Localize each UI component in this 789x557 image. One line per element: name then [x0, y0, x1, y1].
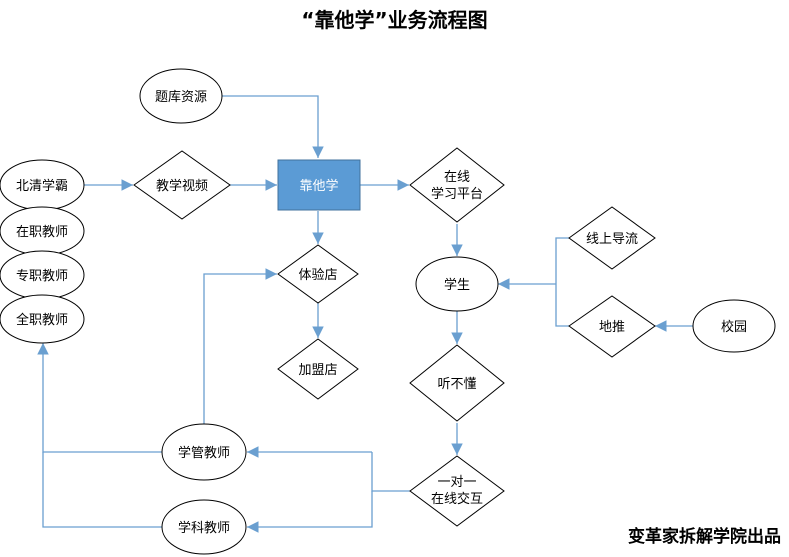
footer-credit: 变革家拆解学院出品: [628, 527, 781, 547]
node-zhuanzhi: 专职教师: [0, 250, 85, 300]
svg-text:北清学霸: 北清学霸: [16, 178, 68, 194]
svg-text:专职教师: 专职教师: [16, 268, 68, 284]
svg-text:地推: 地推: [599, 320, 625, 335]
svg-text:学习平台: 学习平台: [431, 186, 483, 202]
svg-text:学生: 学生: [444, 277, 470, 293]
node-center: 靠他学: [277, 159, 361, 211]
svg-text:听不懂: 听不懂: [437, 377, 476, 392]
connectors: [37, 95, 693, 533]
edge-xueke-left: [42, 452, 163, 528]
node-xiaoyuan: 校园: [692, 299, 776, 353]
node-tiyan: 体验店: [277, 244, 359, 304]
node-xianshang: 线上导流: [568, 206, 656, 270]
node-tingbudong: 听不懂: [409, 344, 505, 422]
diagram-title: “靠他学”业务流程图: [301, 8, 488, 32]
svg-text:线上导流: 线上导流: [586, 232, 638, 247]
node-tiku: 题库资源: [139, 68, 223, 124]
node-online: 在线 学习平台: [409, 147, 505, 223]
edge-xueguan-tiyan: [203, 268, 277, 424]
svg-text:教学视频: 教学视频: [156, 178, 208, 194]
node-xueguan: 学管教师: [161, 423, 247, 481]
node-jiameng: 加盟店: [277, 338, 359, 400]
svg-text:校园: 校园: [721, 319, 747, 335]
node-yiduiyi: 一对一 在线交互: [409, 455, 505, 527]
edge-tiku-center: [222, 95, 324, 158]
node-ditui: 地推: [568, 295, 656, 358]
edge-yiduiyi-xueguan-split: [371, 452, 410, 492]
node-video: 教学视频: [133, 150, 231, 220]
node-zaizhi: 在职教师: [0, 206, 85, 256]
svg-text:在职教师: 在职教师: [16, 224, 68, 240]
svg-text:体验店: 体验店: [298, 267, 337, 283]
svg-text:靠他学: 靠他学: [299, 178, 338, 194]
svg-text:在线交互: 在线交互: [431, 491, 483, 507]
edge-to-xueke: [247, 491, 373, 533]
svg-text:一对一: 一对一: [437, 475, 476, 490]
svg-text:在线: 在线: [444, 170, 470, 185]
node-quanzhi: 全职教师: [0, 294, 85, 344]
svg-text:学科教师: 学科教师: [178, 520, 230, 536]
svg-text:全职教师: 全职教师: [16, 312, 68, 328]
svg-text:学管教师: 学管教师: [178, 445, 230, 461]
node-student: 学生: [415, 256, 499, 312]
svg-text:题库资源: 题库资源: [155, 89, 207, 105]
node-beiqing: 北清学霸: [0, 159, 85, 211]
svg-text:加盟店: 加盟店: [298, 363, 337, 378]
edge-xueguan-quanzhi: [37, 343, 163, 453]
node-xueke: 学科教师: [161, 499, 247, 555]
edge-merge-xianshang: [555, 237, 569, 327]
